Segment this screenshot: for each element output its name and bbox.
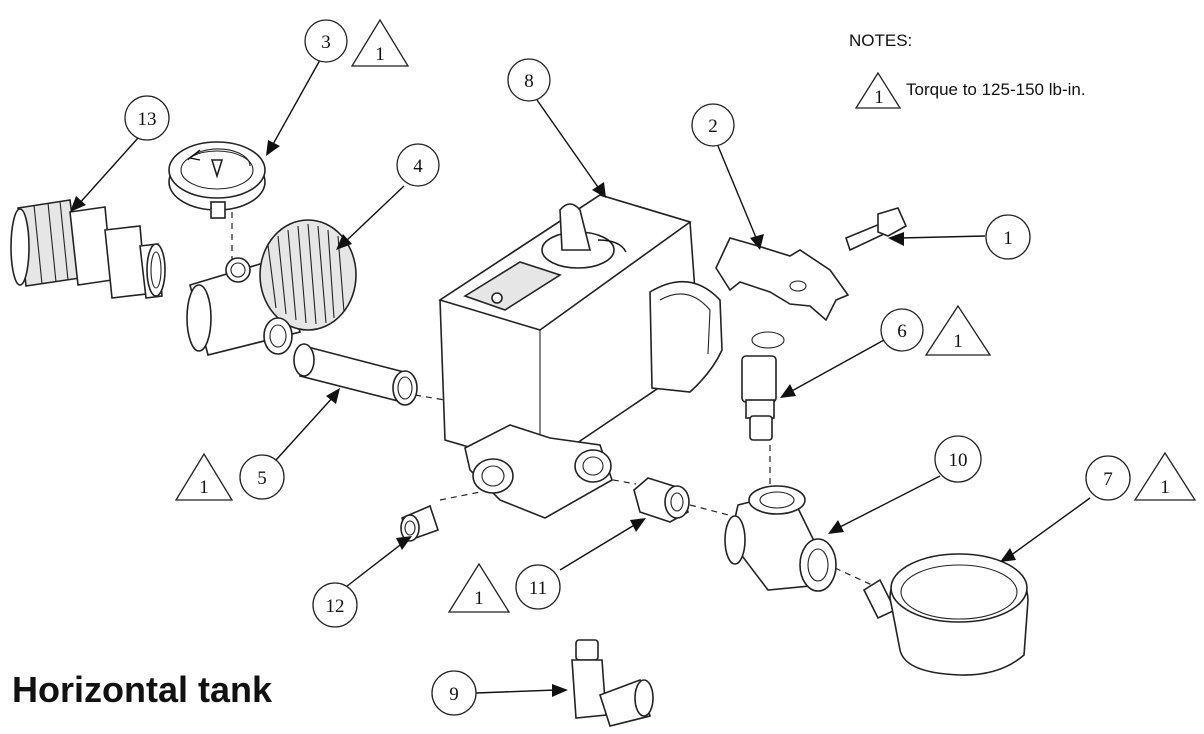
callout-8: 8 [507,58,551,102]
svg-text:7: 7 [1103,469,1113,490]
notes-block: NOTES: 1 Torque to 125-150 lb-in. [849,31,1086,109]
part-3-dial-cap [168,141,266,219]
callout-2: 2 [691,103,735,147]
notes-item-text: Torque to 125-150 lb-in. [906,80,1086,99]
svg-text:8: 8 [524,71,534,92]
svg-text:1: 1 [474,588,484,609]
svg-text:11: 11 [529,578,547,599]
torque-flag-part-11: 1 [447,562,511,613]
svg-text:5: 5 [257,468,267,489]
callout-4: 4 [396,143,440,187]
part-11-bushing [633,477,690,523]
leader-lines [70,59,1091,697]
torque-flag-part-5: 1 [174,452,234,501]
callout-11: 11 [515,564,561,610]
part-8-pressure-switch [438,194,723,519]
svg-text:13: 13 [138,109,157,130]
svg-text:9: 9 [449,684,459,705]
callout-7: 7 [1085,455,1131,501]
part-1-screw [845,207,908,252]
part-10-tee [724,485,837,592]
torque-flag-part-3: 1 [350,18,410,67]
callout-12: 12 [312,582,358,628]
callout-9: 9 [431,670,477,716]
notes-heading: NOTES: [849,31,912,50]
part-13-quick-coupler [10,199,166,299]
callout-13: 13 [124,95,170,141]
svg-text:4: 4 [413,156,423,177]
part-2-bracket [715,237,850,322]
svg-text:1: 1 [953,331,963,352]
part-5-nipple [293,343,418,406]
svg-text:12: 12 [326,596,345,617]
svg-text:1: 1 [1003,228,1013,249]
part-6-safety-valve [741,331,785,441]
svg-text:3: 3 [321,32,331,53]
callout-3: 3 [304,19,348,63]
torque-flag-part-6: 1 [924,304,992,356]
part-4-knurled-fitting [186,219,357,356]
callout-6: 6 [880,308,924,352]
svg-text:1: 1 [199,477,209,498]
callout-5: 5 [239,454,285,500]
svg-text:2: 2 [708,116,718,137]
svg-text:1: 1 [375,44,385,65]
callout-10: 10 [934,435,982,483]
notes-flag-symbol [854,71,902,109]
svg-text:10: 10 [949,450,968,471]
svg-text:1: 1 [1160,477,1170,498]
part-7-pressure-gauge [862,553,1029,676]
part-12-small-fitting [400,504,440,542]
svg-text:1: 1 [874,87,884,108]
diagram-title: Horizontal tank [12,669,273,710]
svg-text:6: 6 [897,321,907,342]
torque-flag-part-7: 1 [1133,451,1197,501]
part-9-unloader-valve [571,639,654,727]
callout-1: 1 [985,214,1031,260]
